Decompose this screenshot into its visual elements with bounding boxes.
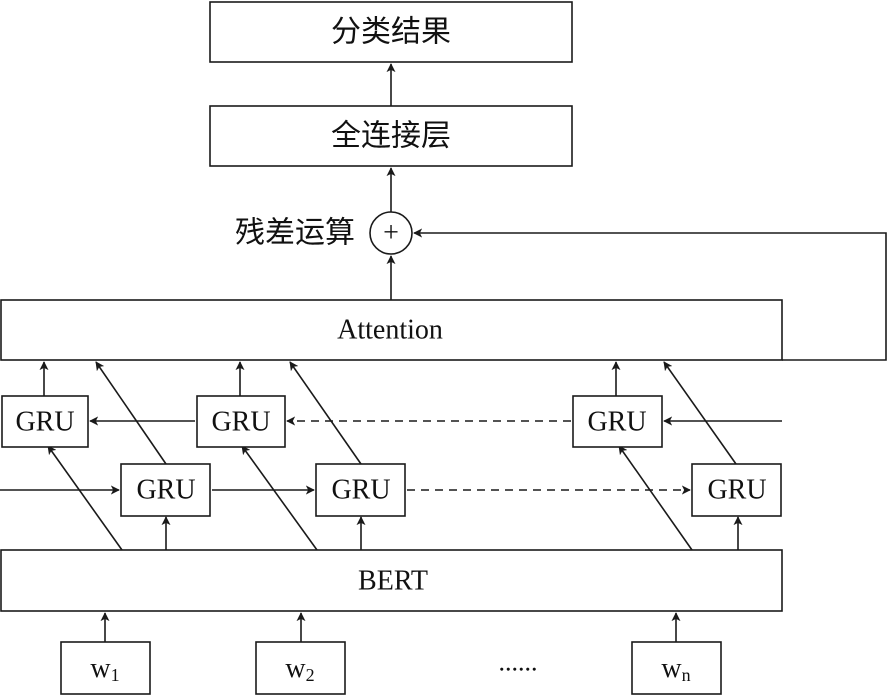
input-word-1: w1 [60, 641, 151, 695]
gru-label: GRU [15, 407, 74, 438]
input-word-subscript: 2 [306, 665, 315, 685]
bert-label: BERT [358, 566, 428, 597]
input-word-subscript: n [682, 665, 691, 685]
residual-skip-connection [413, 228, 887, 361]
arrow-fwd-gru-2-to-attention [289, 361, 362, 465]
classification-result-label: 分类结果 [331, 16, 451, 49]
attention-layer-box: Attention [0, 299, 783, 361]
arrow-bert-to-bwd-gru-2 [241, 445, 318, 551]
fwd-gru-n: GRU [691, 463, 782, 517]
gru-label: GRU [587, 407, 646, 438]
bwd-gru-n: GRU [572, 395, 663, 448]
svg-text:w1: w1 [90, 653, 119, 686]
classification-result-box: 分类结果 [209, 1, 573, 63]
svg-text:wn: wn [661, 653, 690, 686]
residual-operation-label: 残差运算 [235, 217, 355, 250]
input-word-2: w2 [255, 641, 346, 695]
fwd-gru-2: GRU [315, 463, 406, 517]
attention-label: Attention [337, 315, 443, 346]
ellipsis-label: ...... [499, 648, 538, 677]
gru-label: GRU [707, 475, 766, 506]
input-word-base: w [661, 653, 682, 684]
svg-text:w2: w2 [285, 653, 314, 686]
input-word-base: w [90, 653, 111, 684]
plus-symbol: + [383, 218, 399, 249]
fwd-gru-1: GRU [120, 463, 211, 517]
fully-connected-layer-box: 全连接层 [209, 105, 573, 167]
gru-label: GRU [331, 475, 390, 506]
input-word-subscript: 1 [111, 665, 120, 685]
input-word-base: w [285, 653, 306, 684]
residual-add-node: + [369, 211, 413, 255]
bwd-gru-1: GRU [1, 395, 89, 448]
fully-connected-layer-label: 全连接层 [331, 120, 451, 153]
bert-layer-box: BERT [0, 549, 783, 612]
arrow-fwd-gru-n-to-attention [663, 361, 737, 465]
arrow-fwd-gru-1-to-attention [95, 361, 167, 465]
arrow-bert-to-bwd-gru-n [618, 445, 693, 551]
input-word-n: wn [631, 641, 722, 695]
bwd-gru-2: GRU [196, 395, 286, 448]
arrow-bert-to-bwd-gru-1 [47, 445, 123, 551]
gru-label: GRU [136, 475, 195, 506]
gru-label: GRU [211, 407, 270, 438]
